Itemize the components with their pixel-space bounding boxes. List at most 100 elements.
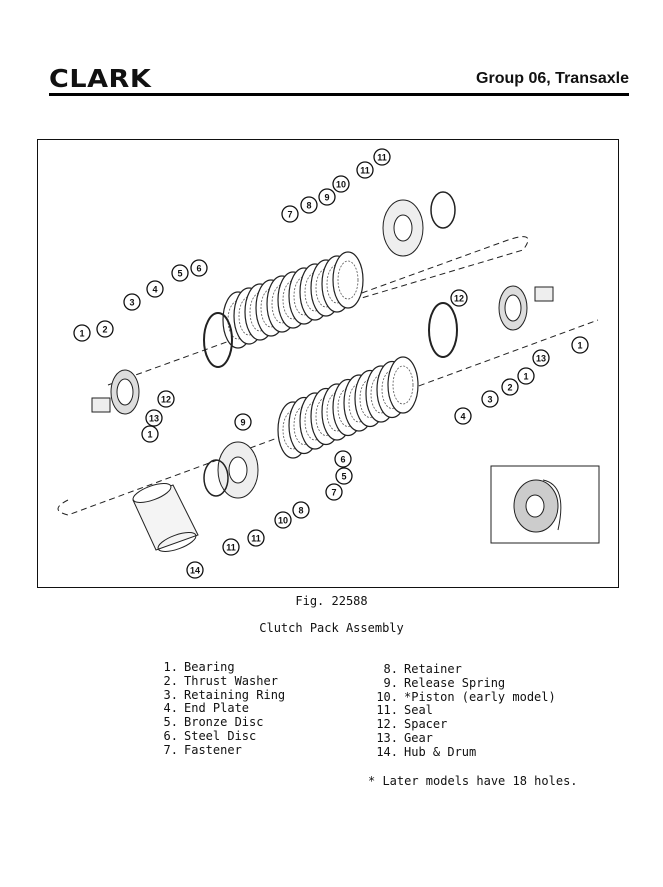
parts-list-item: 7.Fastener bbox=[163, 742, 242, 757]
piston-upper bbox=[382, 199, 424, 257]
callout-12: 12 bbox=[450, 289, 468, 307]
parts-list-item: 10.*Piston (early model) bbox=[376, 689, 556, 704]
parts-list-item: 11.Seal bbox=[376, 703, 433, 718]
callout-5: 5 bbox=[171, 264, 189, 282]
svg-text:14: 14 bbox=[190, 566, 200, 576]
callout-12: 12 bbox=[157, 390, 175, 408]
svg-text:1: 1 bbox=[79, 329, 84, 339]
lower-disc-stack bbox=[277, 356, 419, 459]
exploded-view-drawing: 1111109876543211312112113234965781011111… bbox=[57, 148, 600, 579]
parts-list-left: 1.Bearing 2.Thrust Washer 3.Retaining Ri… bbox=[148, 660, 286, 758]
callout-1: 1 bbox=[73, 324, 91, 342]
footnote: * Later models have 18 holes. bbox=[368, 774, 578, 788]
svg-text:1: 1 bbox=[523, 372, 528, 382]
inset-photo bbox=[490, 465, 600, 544]
upper-axis-line bbox=[107, 236, 529, 386]
svg-text:13: 13 bbox=[536, 354, 546, 364]
callout-10: 10 bbox=[332, 175, 350, 193]
svg-text:12: 12 bbox=[454, 294, 464, 304]
figure-caption: Clutch Pack Assembly bbox=[259, 621, 404, 635]
gear-upper-left bbox=[91, 369, 140, 415]
callout-11: 11 bbox=[247, 529, 265, 547]
svg-text:7: 7 bbox=[287, 210, 292, 220]
svg-text:13: 13 bbox=[149, 414, 159, 424]
parts-list-item: 3.Retaining Ring bbox=[163, 687, 286, 702]
parts-list-item: 2.Thrust Washer bbox=[163, 673, 278, 688]
hub-drum bbox=[132, 483, 199, 552]
parts-list-item: 4.End Plate bbox=[163, 701, 250, 716]
parts-list-item: 14.Hub & Drum bbox=[376, 744, 477, 759]
callout-11: 11 bbox=[373, 148, 391, 166]
callout-11: 11 bbox=[222, 538, 240, 556]
svg-text:10: 10 bbox=[278, 516, 288, 526]
svg-text:9: 9 bbox=[324, 193, 329, 203]
group-title: Group 06, Transaxle bbox=[476, 70, 629, 87]
callout-13: 13 bbox=[145, 409, 163, 427]
svg-text:11: 11 bbox=[226, 543, 236, 553]
callout-4: 4 bbox=[454, 407, 472, 425]
svg-text:2: 2 bbox=[507, 383, 512, 393]
seal-ring-upper bbox=[430, 191, 456, 229]
parts-list-item: 9.Release Spring bbox=[383, 675, 506, 690]
figure-number: Fig. 22588 bbox=[295, 594, 368, 608]
parts-list-item: 12.Spacer bbox=[376, 717, 448, 732]
svg-text:1: 1 bbox=[577, 341, 582, 351]
callout-5: 5 bbox=[335, 467, 353, 485]
callout-6: 6 bbox=[190, 259, 208, 277]
svg-text:3: 3 bbox=[487, 395, 492, 405]
callout-13: 13 bbox=[532, 349, 550, 367]
callout-3: 3 bbox=[481, 390, 499, 408]
callout-14: 14 bbox=[186, 561, 204, 579]
parts-list-right: 8.Retainer 9.Release Spring 10.*Piston (… bbox=[368, 662, 556, 760]
lower-axis-line bbox=[57, 319, 599, 516]
svg-text:11: 11 bbox=[251, 534, 261, 544]
brand-logo: CLARK bbox=[49, 64, 152, 93]
parts-list-item: 6.Steel Disc bbox=[163, 728, 257, 743]
callout-10: 10 bbox=[274, 511, 292, 529]
callout-1: 1 bbox=[141, 425, 159, 443]
svg-text:4: 4 bbox=[152, 285, 157, 295]
piston-lower bbox=[217, 441, 259, 499]
callout-9: 9 bbox=[318, 188, 336, 206]
callout-9: 9 bbox=[234, 413, 252, 431]
callout-1: 1 bbox=[571, 336, 589, 354]
svg-text:7: 7 bbox=[331, 488, 336, 498]
callout-3: 3 bbox=[123, 293, 141, 311]
svg-text:11: 11 bbox=[360, 166, 370, 176]
header-rule bbox=[49, 93, 629, 96]
parts-list-item: 5.Bronze Disc bbox=[163, 715, 264, 730]
clutch-disc bbox=[387, 356, 419, 414]
svg-text:8: 8 bbox=[306, 201, 311, 211]
parts-list-item: 8.Retainer bbox=[383, 662, 462, 676]
svg-text:8: 8 bbox=[298, 506, 303, 516]
svg-text:9: 9 bbox=[240, 418, 245, 428]
svg-text:4: 4 bbox=[460, 412, 465, 422]
gear-lower-right bbox=[498, 285, 554, 331]
svg-text:1: 1 bbox=[147, 430, 152, 440]
callout-8: 8 bbox=[300, 196, 318, 214]
retaining-ring-lower bbox=[428, 302, 458, 358]
callout-2: 2 bbox=[96, 320, 114, 338]
callout-2: 2 bbox=[501, 378, 519, 396]
callout-4: 4 bbox=[146, 280, 164, 298]
svg-text:11: 11 bbox=[377, 153, 387, 163]
svg-text:5: 5 bbox=[177, 269, 182, 279]
parts-list-item: 1.Bearing bbox=[163, 660, 235, 674]
callout-11: 11 bbox=[356, 161, 374, 179]
svg-text:6: 6 bbox=[340, 455, 345, 465]
parts-list-item: 13.Gear bbox=[376, 730, 433, 745]
callout-1: 1 bbox=[517, 367, 535, 385]
callout-8: 8 bbox=[292, 501, 310, 519]
retaining-ring-upper bbox=[203, 312, 233, 368]
clutch-disc bbox=[332, 251, 364, 309]
upper-disc-stack bbox=[222, 251, 364, 349]
callout-7: 7 bbox=[281, 205, 299, 223]
seal-ring-lower bbox=[203, 459, 229, 497]
svg-text:10: 10 bbox=[336, 180, 346, 190]
callout-6: 6 bbox=[334, 450, 352, 468]
svg-text:2: 2 bbox=[102, 325, 107, 335]
svg-text:12: 12 bbox=[161, 395, 171, 405]
svg-text:3: 3 bbox=[129, 298, 134, 308]
svg-text:6: 6 bbox=[196, 264, 201, 274]
